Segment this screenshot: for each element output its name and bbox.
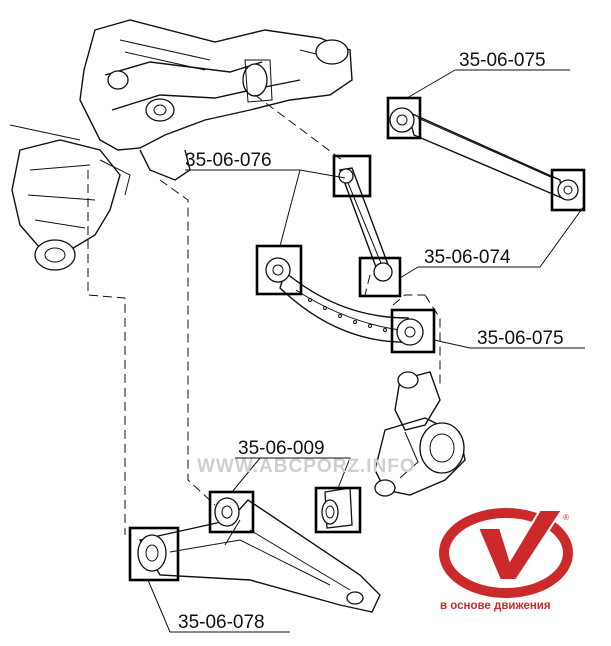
leader-lines [147,69,585,633]
rear-subframe [9,19,353,271]
logo-tagline: в основе движения [440,600,551,612]
curved-control-arm [255,244,436,354]
watermark-text: WWW.ABCPORZ.INFO [197,456,416,477]
wheel-knuckle [374,371,466,497]
brand-logo: ® в основе движения [439,508,573,612]
loose-bushing [314,486,362,534]
highlight-box-curved-left [255,244,303,296]
lower-control-arm [128,490,381,613]
upper-control-arm [386,96,586,212]
label-35-06-075-lower: 35-06-075 [477,328,564,349]
vertical-link [332,154,402,298]
label-35-06-074: 35-06-074 [424,247,511,268]
highlight-box-upper-left [386,96,422,140]
highlight-box-curved-right [390,308,436,354]
assembly-lines [87,94,441,535]
label-35-06-075-top: 35-06-075 [459,50,546,71]
label-35-06-009: 35-06-009 [238,438,325,459]
registered-mark: ® [563,513,569,522]
label-35-06-076: 35-06-076 [185,150,272,171]
highlight-box-upper-right [550,168,586,212]
label-35-06-078: 35-06-078 [178,612,265,633]
highlight-box-link-bottom [358,256,402,298]
highlight-box-trailing [128,526,180,582]
highlight-box-lower-arm [208,490,255,534]
